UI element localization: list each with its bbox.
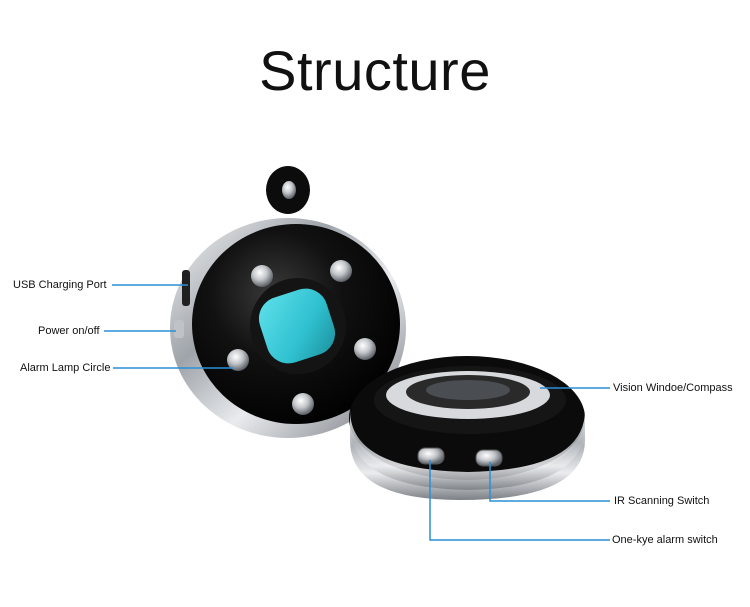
alarm-led [292,393,314,415]
label-usb-charging-port: USB Charging Port [13,279,107,291]
alarm-led [227,349,249,371]
label-one-key-alarm-switch: One-kye alarm switch [612,534,718,546]
power-button [174,320,184,338]
alarm-led [330,260,352,282]
leader-ir [489,462,610,502]
label-vision-window: Vision Windoe/Compass [613,382,733,394]
lanyard-hole [282,181,296,199]
leader-lines [104,284,610,541]
leader-onekey [429,460,610,541]
alarm-led [251,265,273,287]
alarm-led [354,338,376,360]
lens [258,288,336,364]
ir-scanning-button [475,449,503,467]
label-alarm-lamp-circle: Alarm Lamp Circle [20,362,111,374]
label-power: Power on/off [38,325,100,337]
page-title: Structure [259,39,491,102]
usb-port-slot [182,270,190,306]
label-ir-scanning-switch: IR Scanning Switch [614,495,710,507]
one-key-alarm-button [417,447,445,465]
vision-window-glass [426,380,510,400]
rear-chrome-rim [350,410,585,490]
rear-device [349,356,585,500]
front-device [170,166,406,438]
